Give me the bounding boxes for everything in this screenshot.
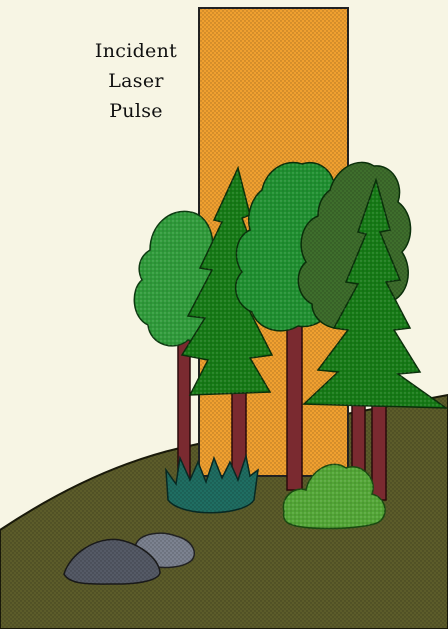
label-line-2: Laser [84, 66, 188, 96]
teal-shrub [166, 456, 258, 513]
incident-laser-pulse-label: Incident Laser Pulse [84, 36, 188, 126]
label-line-1: Incident [84, 36, 188, 66]
label-line-3: Pulse [84, 96, 188, 126]
